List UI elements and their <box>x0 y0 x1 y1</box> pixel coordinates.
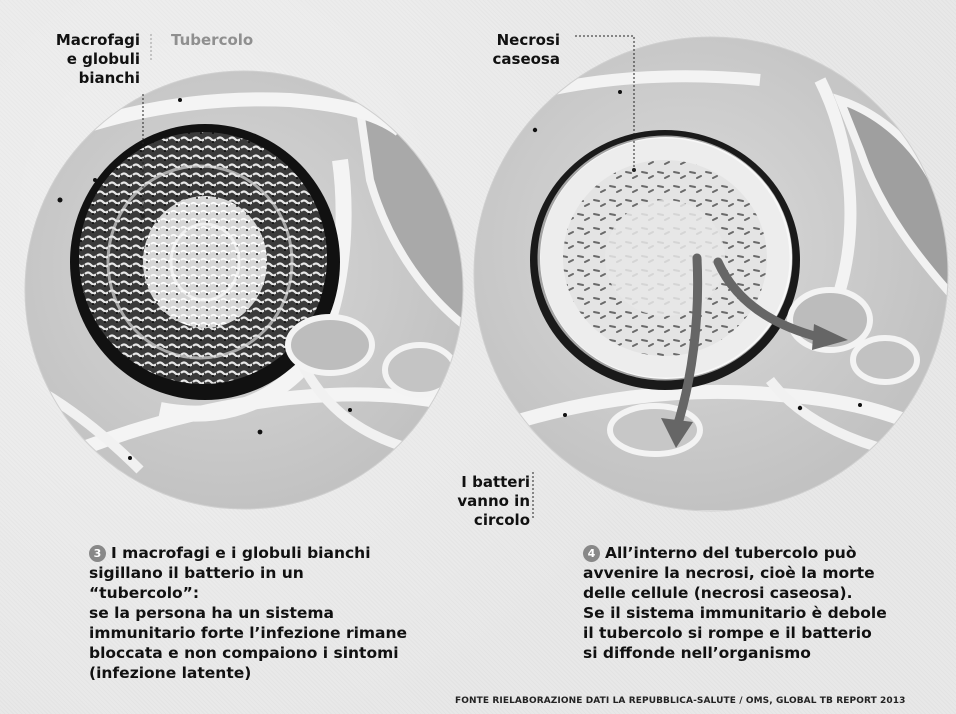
macrophage-label-line: bianchi <box>40 69 140 88</box>
bacteria-label-line: I batteri <box>430 473 530 492</box>
caption-line: se la persona ha un sistema <box>89 603 419 623</box>
bacteria-label-line: circolo <box>430 511 530 530</box>
caption-step-4: 4 All’interno del tubercolo può avvenire … <box>583 543 913 663</box>
right-magnified-view <box>470 30 956 510</box>
bacteria-label-line: vanno in <box>430 492 530 511</box>
caption-line: I macrofagi e i globuli bianchi <box>111 544 371 562</box>
caption-line: Se il sistema immunitario è debole <box>583 603 913 623</box>
tubercle-title: Tubercolo <box>171 31 253 49</box>
caption-step-3: 3 I macrofagi e i globuli bianchi sigilla… <box>89 543 419 683</box>
necrosis-label-line: caseosa <box>470 50 560 69</box>
caption-line: immunitario forte l’infezione rimane <box>89 623 419 643</box>
caption-line: delle cellule (necrosi caseosa). <box>583 583 913 603</box>
macrophage-label-line: e globuli <box>40 50 140 69</box>
caption-line: (infezione latente) <box>89 663 419 683</box>
macrophage-label: Macrofagi e globuli bianchi <box>40 31 140 88</box>
source-note: FONTE RIELABORAZIONE DATI LA REPUBBLICA-… <box>455 696 906 706</box>
macrophage-label-line: Macrofagi <box>40 31 140 50</box>
bacteria-circulation-label: I batteri vanno in circolo <box>430 473 530 530</box>
step-3-badge: 3 <box>89 545 106 562</box>
caption-line: bloccata e non compaiono i sintomi <box>89 643 419 663</box>
caption-line: avvenire la necrosi, cioè la morte <box>583 563 913 583</box>
step-4-badge: 4 <box>583 545 600 562</box>
caption-line: All’interno del tubercolo può <box>605 544 857 562</box>
caption-line: sigillano il batterio in un “tubercolo”: <box>89 563 419 603</box>
left-magnified-view <box>20 60 480 520</box>
necrosis-label: Necrosi caseosa <box>470 31 560 69</box>
caption-line: si diffonde nell’organismo <box>583 643 913 663</box>
caption-line: il tubercolo si rompe e il batterio <box>583 623 913 643</box>
necrosis-label-line: Necrosi <box>470 31 560 50</box>
